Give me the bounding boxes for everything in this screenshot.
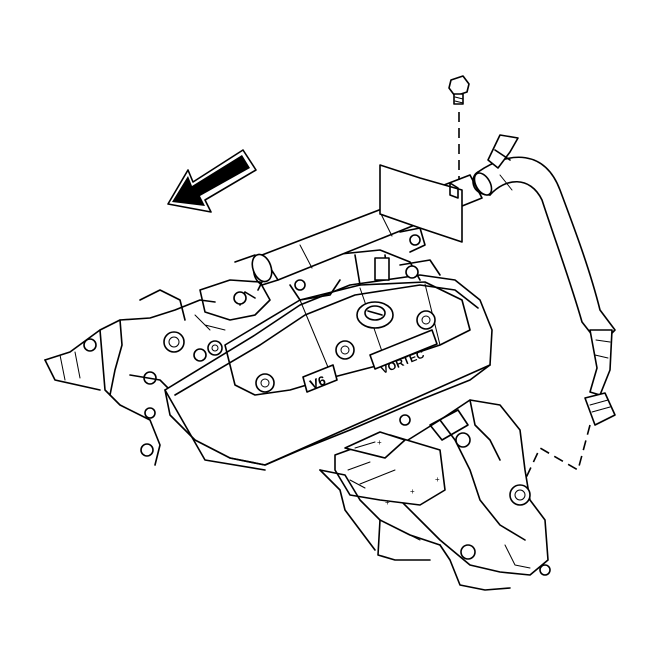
oil-fill-cap: [356, 301, 394, 329]
svg-text:+: +: [377, 438, 382, 447]
front-direction-arrow: [167, 149, 257, 213]
engine-block-lower: [319, 469, 511, 591]
hose-bracket: [487, 134, 519, 169]
support-plate: [379, 164, 463, 243]
svg-text:+: +: [435, 475, 440, 484]
left-engine-bracket: [44, 289, 216, 466]
svg-text:+: +: [410, 487, 415, 496]
heat-shield: + + + +: [334, 431, 446, 507]
valve-cover-bolts: [207, 310, 436, 426]
svg-text:+: +: [385, 498, 390, 507]
exhaust-manifold: [384, 399, 551, 576]
flexible-hose: [472, 156, 616, 396]
engine-badge: V6: [308, 373, 328, 393]
bolt-icon: [448, 75, 470, 180]
hose-fitting: [524, 392, 616, 481]
